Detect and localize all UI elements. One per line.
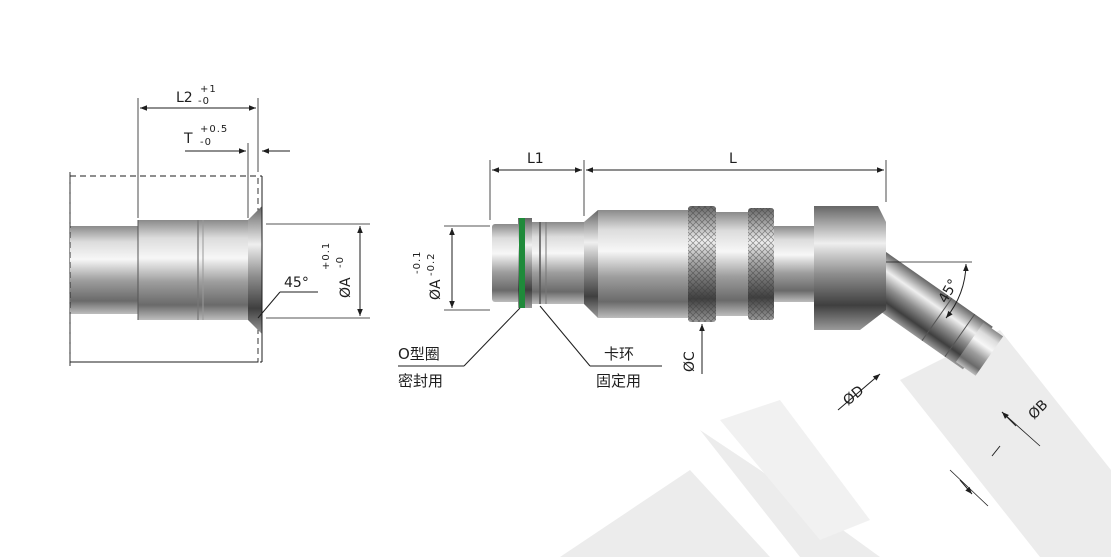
l-label: L: [729, 151, 737, 167]
l1-label: L1: [527, 151, 544, 167]
bore-narrow: [70, 226, 138, 314]
a-tol-upper-right: -0.1: [412, 250, 423, 274]
c-label: ØC: [682, 351, 698, 372]
watermark: [560, 330, 1111, 557]
oring-label-line2: 密封用: [398, 372, 443, 390]
l2-tol-plus: +1: [200, 84, 217, 95]
port-cavity-drawing: L2 +1 -0 T +0.5 -0 45° ØA +0.1 -0: [69, 84, 370, 366]
a-label-right: ØA: [428, 279, 444, 300]
bore-wide: [138, 220, 248, 320]
chamfer: [248, 206, 262, 334]
clip-label-line2: 固定用: [596, 372, 641, 390]
l2-label: L2: [176, 90, 193, 106]
t-tol-plus: +0.5: [200, 124, 228, 135]
t-label: T: [183, 131, 193, 147]
a-label-left: ØA: [338, 277, 354, 298]
oring-label-line1: O型圈: [398, 345, 440, 363]
t-tol-minus: -0: [200, 137, 212, 148]
chamfer-angle-label: 45°: [284, 275, 309, 291]
o-ring: [519, 218, 525, 308]
a-tol-lower-right: -0.2: [426, 252, 437, 276]
a-tol-minus-left: -0: [335, 256, 346, 268]
a-tol-plus-left: +0.1: [321, 242, 332, 270]
clip-label-line1: 卡环: [604, 345, 634, 363]
body-sleeve: [598, 210, 688, 318]
nose-tip: [492, 224, 520, 302]
l2-tol-minus: -0: [198, 96, 210, 107]
elbow-head: [814, 206, 886, 330]
angled-plug-drawing: L1 L ØA -0.1 -0.2 O型圈 密封用 卡环 固定用 ØC 45° …: [398, 151, 1051, 507]
